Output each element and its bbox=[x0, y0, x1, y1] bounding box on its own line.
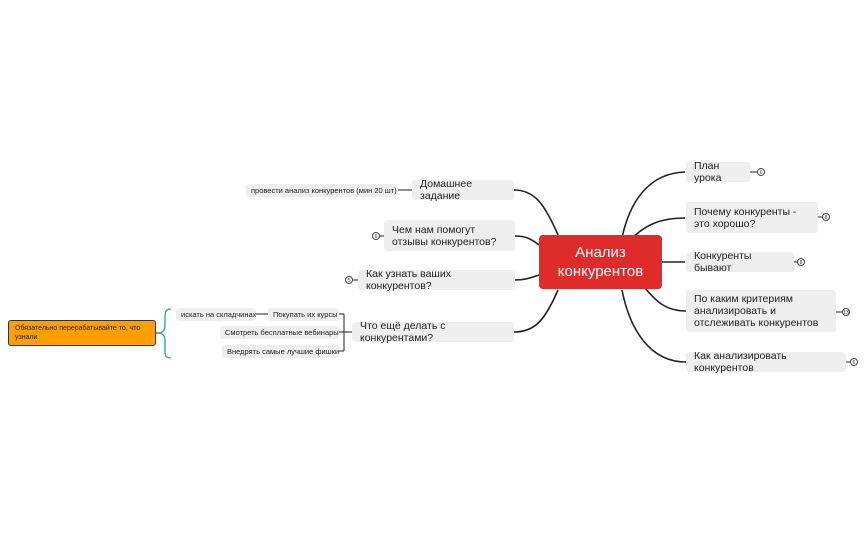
edge-sub-bracket bbox=[339, 313, 352, 352]
topic-label: Почему конкуренты - это хорошо? bbox=[694, 205, 797, 230]
topic-label: Как анализировать конкурентов bbox=[694, 350, 787, 374]
topic-label: По каким критериям анализировать и отсле… bbox=[694, 293, 819, 329]
edge-plan bbox=[621, 171, 686, 239]
subtopic-label: Внедрять самые лучшие фишки bbox=[227, 347, 340, 356]
summary-bracket bbox=[157, 308, 172, 359]
topic-label: Как узнать ваших конкурентов? bbox=[366, 268, 451, 292]
subtopic-label: Покупать их курсы bbox=[273, 310, 338, 319]
subtopic-label: Смотреть бесплатные вебинары bbox=[225, 328, 339, 337]
topic-analysis-criteria[interactable]: По каким критериям анализировать и отсле… bbox=[686, 290, 836, 332]
topic-label: Домашнее задание bbox=[420, 178, 473, 202]
count-badge[interactable]: 6 bbox=[757, 168, 765, 176]
subtopic-homework-task[interactable]: провести анализ конкурентов (мин 20 шт) bbox=[246, 184, 398, 197]
topic-label: Чем нам помогут отзывы конкурентов? bbox=[392, 223, 497, 248]
topic-how-to-analyze[interactable]: Как анализировать конкурентов bbox=[686, 350, 846, 374]
subtopic-best-features[interactable]: Внедрять самые лучшие фишки bbox=[222, 345, 339, 358]
edge-homework bbox=[513, 189, 559, 236]
topic-find-competitors[interactable]: Как узнать ваших конкурентов? bbox=[358, 268, 515, 292]
count-badge[interactable]: 6 bbox=[850, 358, 858, 366]
subtopic-search-skladchina[interactable]: искать на складчинах bbox=[176, 308, 256, 321]
summary-callout[interactable]: Обязательно перерабатывайте то, что узна… bbox=[8, 320, 156, 346]
subtopic-label: провести анализ конкурентов (мин 20 шт) bbox=[251, 186, 397, 195]
edge-criteria bbox=[644, 287, 687, 312]
edge-more bbox=[513, 289, 559, 333]
subtopic-buy-courses[interactable]: Покупать их курсы bbox=[268, 308, 339, 321]
topic-what-else[interactable]: Что ещё делать с конкурентами? bbox=[352, 320, 514, 344]
topic-label: Конкуренты бывают bbox=[694, 250, 752, 274]
topic-label: План урока bbox=[694, 160, 722, 184]
topic-competitor-types[interactable]: Конкуренты бывают bbox=[686, 250, 794, 274]
callout-label: Обязательно перерабатывайте то, что узна… bbox=[15, 325, 141, 341]
central-topic[interactable]: Анализ конкурентов bbox=[539, 235, 662, 289]
subtopic-free-webinars[interactable]: Смотреть бесплатные вебинары bbox=[220, 326, 339, 339]
topic-label: Что ещё делать с конкурентами? bbox=[360, 320, 446, 344]
count-badge[interactable]: 8 bbox=[822, 213, 830, 221]
central-topic-label: Анализ конкурентов bbox=[557, 244, 644, 280]
topic-homework[interactable]: Домашнее задание bbox=[412, 178, 514, 202]
edge-how bbox=[621, 289, 687, 363]
edge-reviews bbox=[514, 235, 540, 246]
edge-find bbox=[514, 274, 540, 281]
topic-why-competitors-good[interactable]: Почему конкуренты - это хорошо? bbox=[686, 202, 818, 233]
topic-reviews-help[interactable]: Чем нам помогут отзывы конкурентов? bbox=[384, 220, 515, 251]
count-badge[interactable]: 8 bbox=[797, 258, 805, 266]
count-badge[interactable]: 6 bbox=[372, 232, 380, 240]
subtopic-label: искать на складчинах bbox=[181, 310, 257, 319]
topic-lesson-plan[interactable]: План урока bbox=[686, 160, 750, 184]
count-badge[interactable]: 5 bbox=[345, 276, 353, 284]
count-badge[interactable]: 13 bbox=[842, 308, 850, 316]
